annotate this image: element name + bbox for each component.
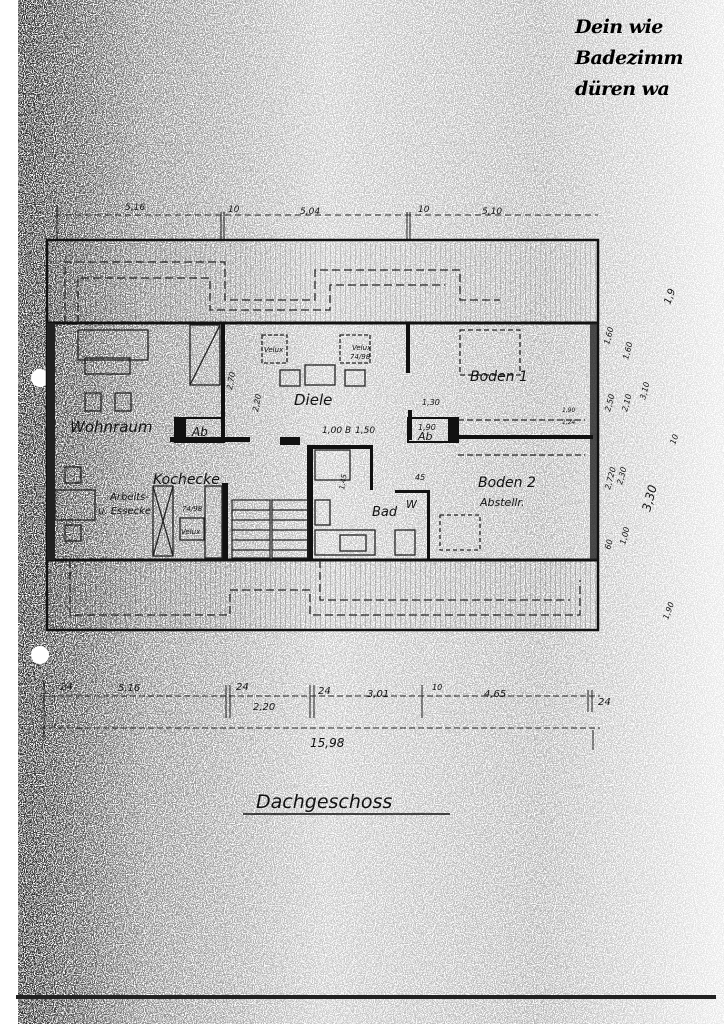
velux-window-size: 74/98 <box>350 353 371 361</box>
dim-inner: 2,70 <box>225 371 237 390</box>
dim-top: 5,16 <box>125 203 145 213</box>
dim-right: 1,9 <box>662 287 678 306</box>
note-line: Dein wie <box>575 16 663 38</box>
dim-right: 1,60 <box>621 341 634 361</box>
note-line: düren wa <box>575 78 670 100</box>
dim-bottom: 5,16 <box>118 683 140 694</box>
dim-right: 3,30 <box>639 483 660 513</box>
dim-right: 60 <box>603 538 614 550</box>
staircase <box>231 499 309 559</box>
punch-hole <box>31 646 49 664</box>
room-label-bad: Bad <box>372 505 398 520</box>
velux-window-label: Velux <box>181 528 201 536</box>
label-w: W <box>406 498 418 511</box>
handwritten-note: Dein wie Badezimm düren wa <box>575 12 683 105</box>
room-label-kochecke: Kochecke <box>153 472 220 488</box>
dim-inner: 2,20 <box>251 393 263 412</box>
dim-bottom: 24 <box>236 682 249 693</box>
dim-bottom: 24 <box>318 686 331 697</box>
dim-bottom: 2,20 <box>253 702 275 713</box>
dim-inner: 1,30 <box>422 398 440 407</box>
dim-top: 10 <box>228 205 240 215</box>
building <box>45 238 600 632</box>
bottom-edge-line <box>16 995 716 999</box>
dim-top: 5,04 <box>300 207 320 217</box>
dim-inner: 45 <box>415 473 425 482</box>
bottom-dimension-lines <box>40 680 600 750</box>
dim-inner: 1,50 <box>355 426 375 436</box>
dim-bottom: 24 <box>60 682 73 693</box>
room-label-ab-right: Ab <box>417 430 433 443</box>
note-line: Badezimm <box>575 47 683 69</box>
dim-right: 10 <box>668 433 680 446</box>
dim-inner: 1,24 <box>562 419 576 426</box>
dim-bottom: 3,01 <box>367 689 389 700</box>
dim-bottom: 10 <box>432 683 442 692</box>
dim-right: 2,10 <box>620 393 633 413</box>
dim-right: 3,10 <box>638 381 651 401</box>
dim-top: 10 <box>418 205 430 215</box>
top-dimension-line <box>55 205 598 240</box>
plan-title: Dachgeschoss <box>256 791 392 813</box>
punch-hole <box>31 369 49 387</box>
dim-inner: B <box>345 426 351 436</box>
dim-inner: 1,00 <box>322 426 342 436</box>
velux-window-label: Velux <box>264 346 284 354</box>
dim-total-width: 15,98 <box>310 736 345 750</box>
dim-right: 1,60 <box>602 326 615 346</box>
dim-right: 2,50 <box>603 393 616 413</box>
room-label-essecke: u. Essecke <box>98 506 151 517</box>
dim-right: 1,00 <box>618 526 631 546</box>
room-label-boden-1: Boden 1 <box>470 369 528 385</box>
dim-bottom: 4,65 <box>484 689 506 700</box>
dim-top: 5,10 <box>482 207 502 217</box>
room-label-wohnraum: Wohnraum <box>70 418 153 436</box>
room-label-ab-left: Ab <box>191 425 208 439</box>
room-label-boden-2: Boden 2 <box>478 475 536 491</box>
velux-window-size: 74/98 <box>182 505 203 513</box>
dim-inner: 1,90 <box>418 423 436 432</box>
room-label-diele: Diele <box>294 391 332 409</box>
dim-inner: 1,90 <box>562 407 576 414</box>
room-label-arbeitsecke: Arbeits- <box>109 492 149 503</box>
dim-bottom: 24 <box>598 697 611 708</box>
dim-right: 2,30 <box>615 466 628 486</box>
velux-window-label: Velux <box>352 344 372 352</box>
dim-inner-bad-wall: 1,45 <box>338 473 349 490</box>
room-label-abstellraum: Abstellr. <box>479 496 524 509</box>
